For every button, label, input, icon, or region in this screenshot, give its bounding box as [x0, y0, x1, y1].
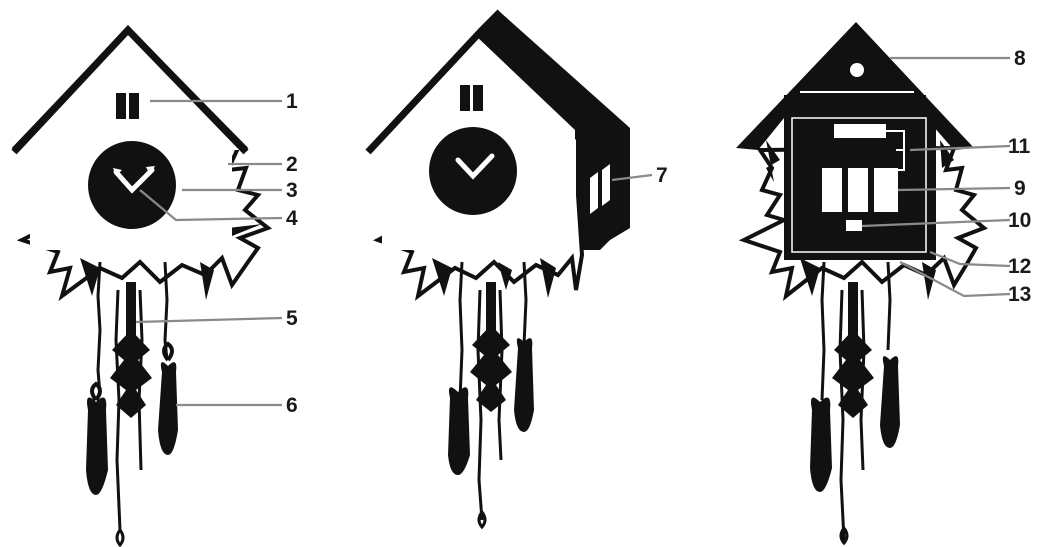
callout-8: 8	[1014, 47, 1026, 70]
side-view-clock	[368, 12, 630, 527]
front-weight-right	[158, 362, 178, 455]
back-view-clock	[736, 22, 984, 543]
back-label-plate	[834, 124, 886, 138]
back-small-plate	[846, 220, 862, 231]
back-plate-1	[822, 168, 842, 212]
callout-3: 3	[286, 179, 298, 202]
callout-6: 6	[286, 394, 298, 417]
back-weight-right	[880, 356, 900, 448]
leader-5	[136, 318, 282, 322]
callout-2: 2	[286, 153, 298, 176]
back-weight-left	[810, 398, 832, 493]
callout-1: 1	[286, 90, 298, 113]
side-window-left	[460, 85, 470, 111]
side-pendulum-leaf	[470, 325, 512, 412]
side-window-right	[473, 85, 483, 111]
front-weight-hook-left	[92, 384, 100, 400]
back-plate-2	[848, 168, 868, 212]
front-chain-ring	[117, 530, 123, 545]
callout-12: 12	[1008, 255, 1031, 278]
callout-7: 7	[656, 164, 668, 187]
front-weight-hook-right	[164, 344, 172, 360]
callout-13: 13	[1008, 283, 1031, 306]
callout-10: 10	[1008, 209, 1031, 232]
callout-4: 4	[286, 207, 298, 230]
back-plate-3	[874, 168, 898, 212]
side-weight-left	[448, 387, 470, 475]
front-weight-left	[86, 398, 108, 496]
back-hanging-hole	[850, 63, 864, 77]
callout-11: 11	[1008, 135, 1031, 158]
side-clock-dial	[429, 127, 517, 215]
front-window-right	[129, 93, 139, 119]
side-weight-right	[514, 338, 534, 432]
front-view-clock	[14, 30, 268, 545]
callout-9: 9	[1014, 177, 1026, 200]
front-window-left	[116, 93, 126, 119]
callout-5: 5	[286, 307, 298, 330]
front-clock-dial	[88, 141, 176, 229]
back-pendulum-leaf	[832, 330, 874, 418]
